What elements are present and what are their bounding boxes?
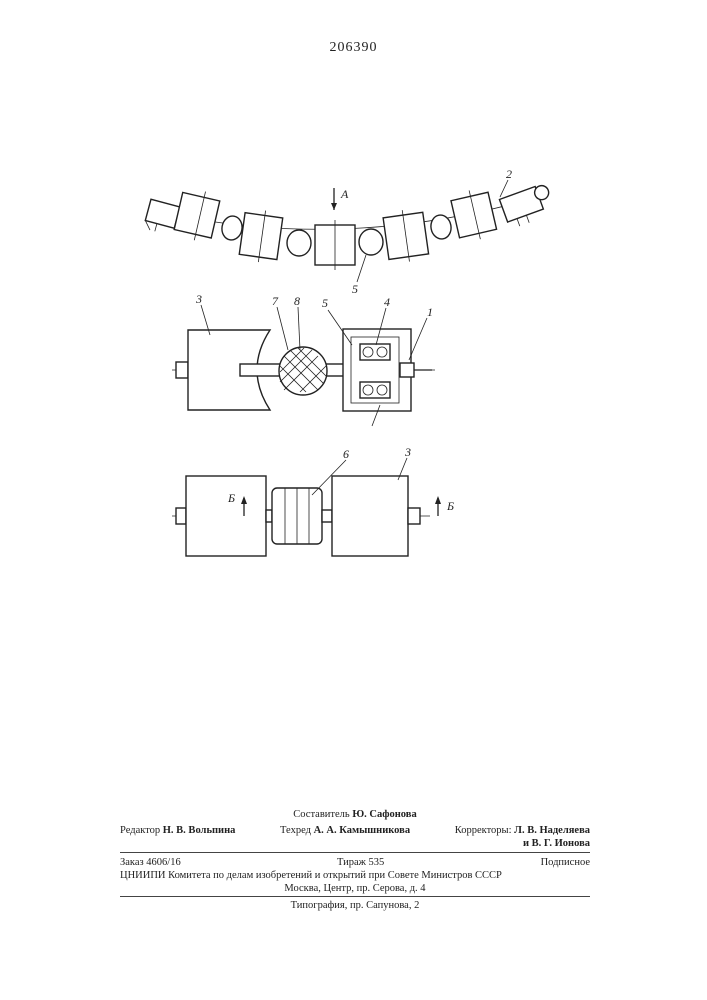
figure-1-roller-chain xyxy=(143,180,556,282)
correctors-group: Корректоры: Л. В. Наделяева xyxy=(455,824,590,837)
divider-rule-2 xyxy=(120,896,590,897)
fig2-part-8-label: 8 xyxy=(294,294,300,308)
institute-line: ЦНИИПИ Комитета по делам изобретений и о… xyxy=(120,869,590,882)
editor-line: Редактор Н. В. Вольпина Техред А. А. Кам… xyxy=(120,824,590,850)
editor-group: Редактор Н. В. Вольпина xyxy=(120,824,235,837)
divider-rule-1 xyxy=(120,852,590,853)
fig2-part-5-label: 5 xyxy=(322,296,328,310)
corrector-2: и В. Г. Ионова xyxy=(523,838,590,849)
fig1-part-5-label: 5 xyxy=(352,282,358,296)
order-row: Заказ 4606/16 Тираж 535 Подписное xyxy=(120,856,590,869)
fig3-section-left-label: Б xyxy=(227,491,235,505)
order-block: Заказ 4606/16 Тираж 535 Подписное ЦНИИПИ… xyxy=(120,856,590,895)
figure-3-side-view xyxy=(172,458,441,556)
techred-group: Техред А. А. Камышникова xyxy=(280,824,410,837)
technical-drawing: A 2 5 xyxy=(0,0,707,800)
figure-2-section-view xyxy=(172,305,435,426)
techred-name: А. А. Камышникова xyxy=(314,825,411,836)
composer-line: Составитель Ю. Сафонова xyxy=(120,808,590,821)
order-number: Заказ 4606/16 xyxy=(120,856,181,869)
fig3-section-right-label: Б xyxy=(446,499,454,513)
fig3-part-6-label: 6 xyxy=(343,447,349,461)
fig2-part-7-label: 7 xyxy=(272,294,279,308)
editor-label: Редактор xyxy=(120,825,160,836)
editor-row: Редактор Н. В. Вольпина Техред А. А. Кам… xyxy=(120,824,590,837)
fig1-arrow-label: A xyxy=(340,187,349,201)
circulation: Тираж 535 xyxy=(337,856,384,869)
corrector-2-row: и В. Г. Ионова xyxy=(120,837,590,850)
composer-label: Составитель xyxy=(293,809,349,820)
fig2-part-1-label: 1 xyxy=(427,305,433,319)
fig1-part-2-label: 2 xyxy=(506,167,512,181)
editor-name: Н. В. Вольпина xyxy=(163,825,236,836)
printing-line: Типография, пр. Сапунова, 2 xyxy=(120,899,590,912)
techred-label: Техред xyxy=(280,825,311,836)
fig3-part-3-label: 3 xyxy=(404,445,411,459)
fig2-part-4-label: 4 xyxy=(384,295,390,309)
composer-name: Ю. Сафонова xyxy=(352,809,416,820)
subscription: Подписное xyxy=(541,856,590,869)
corrector-1: Л. В. Наделяева xyxy=(514,825,590,836)
correctors-label: Корректоры: xyxy=(455,825,512,836)
address-line: Москва, Центр, пр. Серова, д. 4 xyxy=(120,882,590,895)
fig2-part-3-label: 3 xyxy=(195,292,202,306)
